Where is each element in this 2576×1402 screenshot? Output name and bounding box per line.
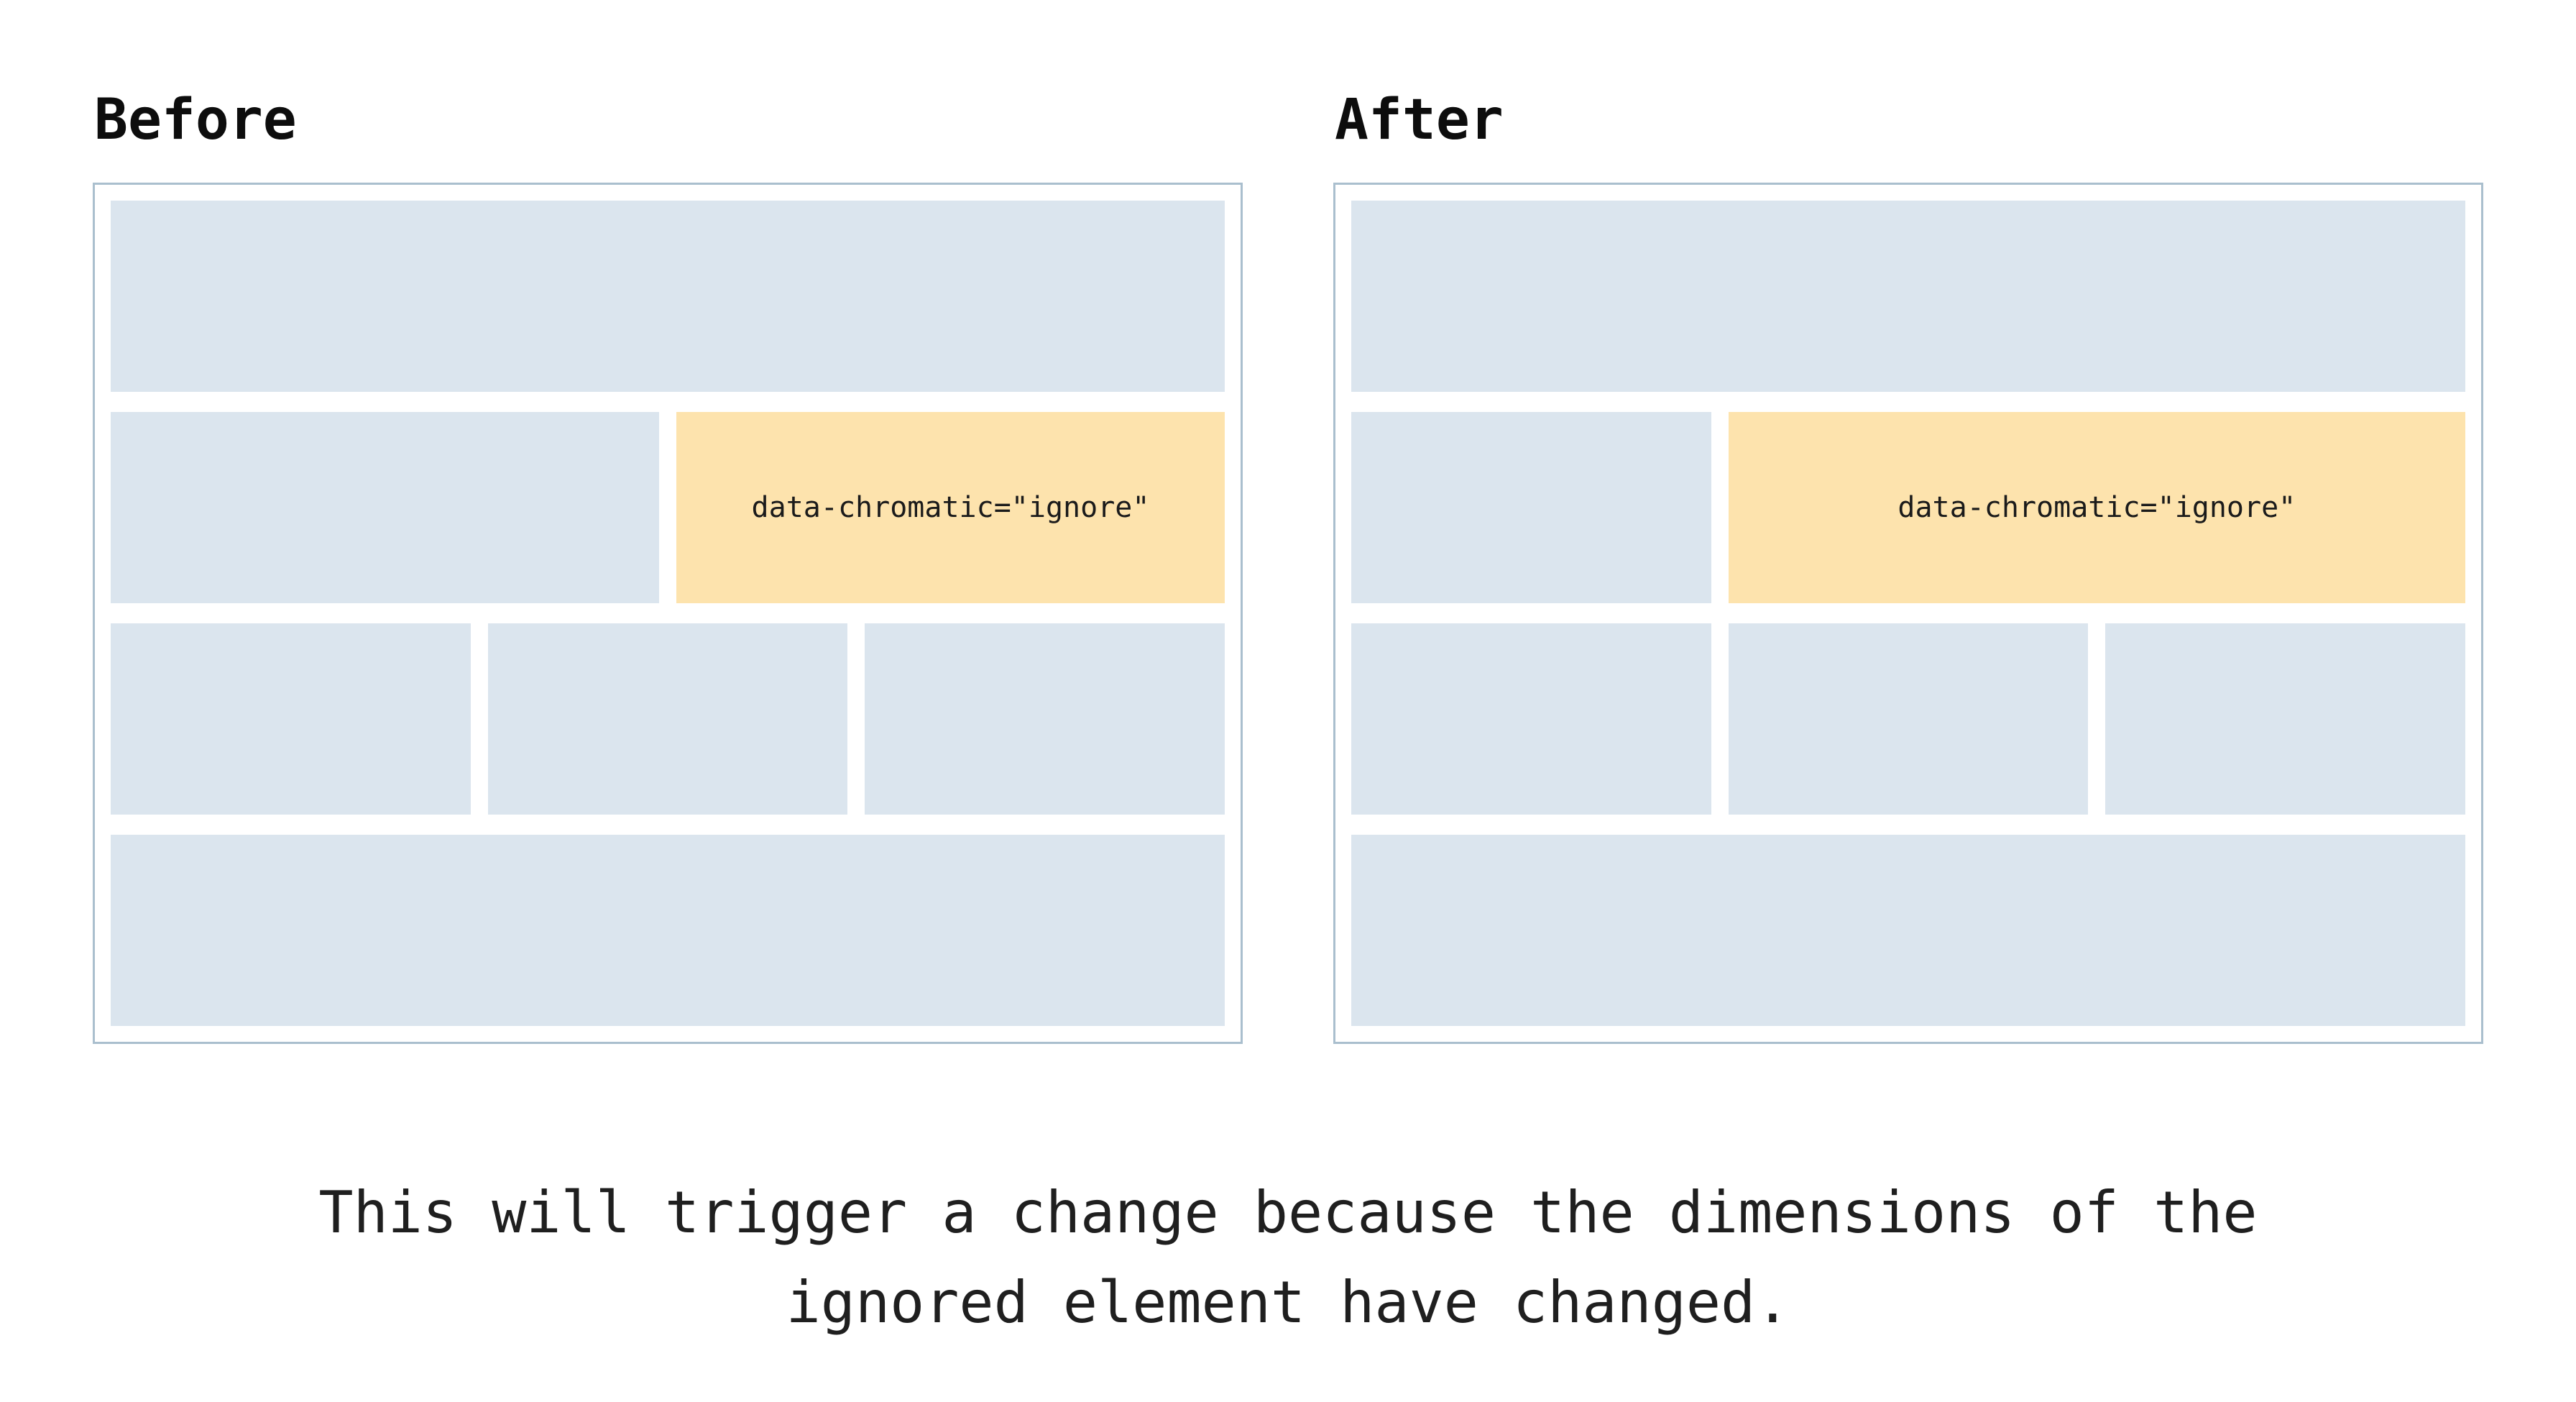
grid-placeholder [2105, 623, 2465, 815]
before-after-diagram: Before data-chromatic="ignore" After [93, 92, 2483, 1044]
ignored-element: data-chromatic="ignore" [676, 412, 1225, 603]
panel-title-before: Before [94, 88, 297, 152]
banner-placeholder [1351, 201, 2465, 392]
row-grid [1351, 623, 2465, 815]
grid-placeholder [1351, 623, 1711, 815]
panel-before: Before data-chromatic="ignore" [93, 92, 1243, 1044]
panel-after: After data-chromatic="ignore" [1333, 92, 2483, 1044]
row-content: data-chromatic="ignore" [1351, 412, 2465, 603]
content-placeholder [111, 412, 659, 603]
row-footer [1351, 835, 2465, 1026]
footer-placeholder [1351, 835, 2465, 1026]
grid-placeholder [1728, 623, 2089, 815]
grid-placeholder [865, 623, 1225, 815]
ignored-element: data-chromatic="ignore" [1728, 412, 2465, 603]
row-footer [111, 835, 1225, 1026]
row-grid [111, 623, 1225, 815]
caption-line-1: This will trigger a change because the d… [318, 1179, 2258, 1246]
panel-title-after: After [1335, 88, 1504, 152]
before-card: data-chromatic="ignore" [93, 183, 1243, 1044]
grid-placeholder [487, 623, 848, 815]
row-header [1351, 201, 2465, 392]
row-header [111, 201, 1225, 392]
caption: This will trigger a change because the d… [0, 1168, 2576, 1347]
footer-placeholder [111, 835, 1225, 1026]
grid-placeholder [111, 623, 471, 815]
caption-line-2: ignored element have changed. [786, 1269, 1790, 1336]
row-content: data-chromatic="ignore" [111, 412, 1225, 603]
content-placeholder [1351, 412, 1711, 603]
after-card: data-chromatic="ignore" [1333, 183, 2483, 1044]
banner-placeholder [111, 201, 1225, 392]
